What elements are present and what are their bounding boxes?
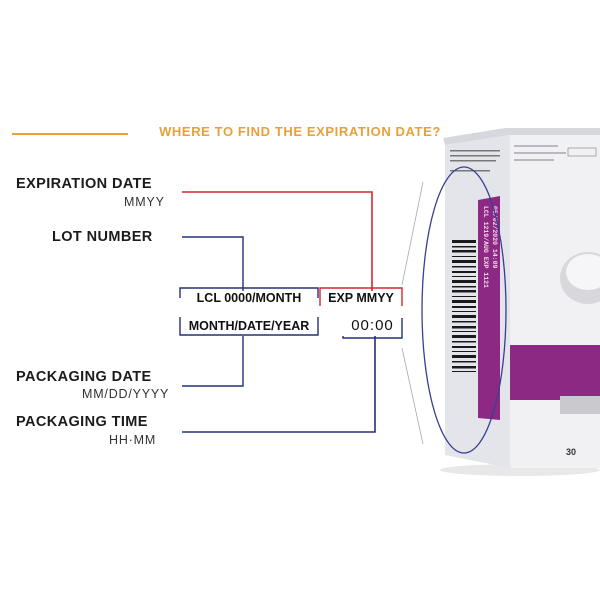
lot-number-label: LOT NUMBER: [52, 229, 153, 245]
time-code-box: [342, 318, 403, 339]
packaging-date-format: MM/DD/YYYY: [82, 387, 170, 401]
header-title: WHERE TO FIND THE EXPIRATION DATE?: [159, 124, 441, 139]
package-count: 30: [566, 447, 576, 457]
lot-code-box: [179, 287, 319, 298]
package-code-line1: LCL 1219/AUG EXP 1121: [482, 206, 489, 288]
highlight-ellipse: [421, 166, 507, 454]
time-code-text: 00:00: [351, 317, 394, 334]
package-code-line2: 05/02/2020 14:09: [491, 206, 498, 269]
expiration-date-format: MMYY: [124, 195, 165, 209]
lot-code-text: LCL 0000/MONTH: [196, 291, 302, 305]
expiration-date-label: EXPIRATION DATE: [16, 176, 152, 192]
packaging-date-connector: [182, 336, 244, 387]
date-code-box: [179, 317, 319, 336]
product-box-illustration: [440, 128, 600, 476]
packaging-date-label: PACKAGING DATE: [16, 369, 152, 385]
barcode-icon: [452, 240, 476, 372]
expiration-connector: [182, 191, 373, 291]
exp-code-box: [319, 287, 403, 306]
lot-connector: [182, 236, 244, 291]
packaging-time-connector: [182, 336, 376, 433]
packaging-time-label: PACKAGING TIME: [16, 414, 148, 430]
header-line-left: [12, 133, 128, 135]
packaging-time-format: HH·MM: [109, 433, 157, 447]
date-code-text: MONTH/DATE/YEAR: [188, 319, 310, 333]
exp-code-text: EXP MMYY: [328, 291, 394, 305]
